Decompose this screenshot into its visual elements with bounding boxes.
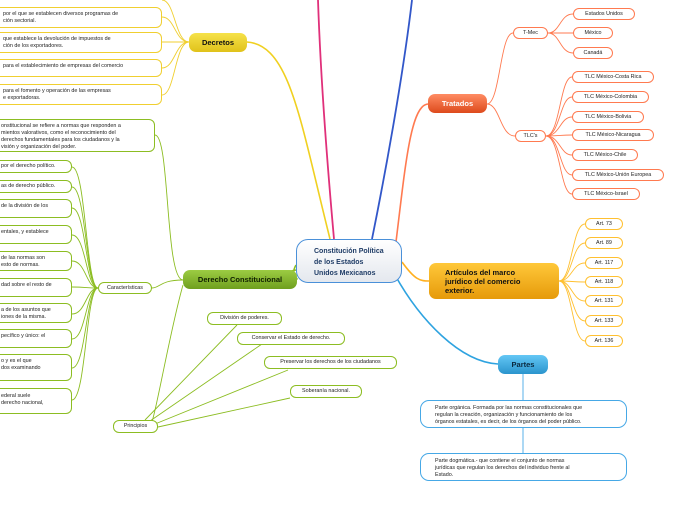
caracteristica-text: dos examinando — [1, 365, 41, 371]
parte-dogmatica-box[interactable]: Parte dogmática.- que contiene el conjun… — [420, 453, 627, 481]
tlc-item[interactable]: TLC México-Colombia — [572, 91, 649, 103]
definicion-text: onstitucional se refiere a normas que re… — [1, 123, 121, 129]
principio-item[interactable]: Soberanía nacional. — [290, 385, 362, 398]
tmec-country[interactable]: Estados Unidos — [573, 8, 635, 20]
caracteristica-text: iones de la misma. — [1, 314, 46, 320]
decreto-text: ción sectorial. — [3, 18, 36, 24]
decreto-text: para el fomento y operación de las empre… — [3, 88, 111, 94]
caracteristica-text: a de los asuntos que — [1, 307, 51, 313]
caracteristica-item[interactable]: pecífico y único: el — [0, 329, 72, 348]
articulos-node[interactable]: Artículos del marco jurídico del comerci… — [429, 263, 559, 299]
tlc-item[interactable]: TLC México-Israel — [572, 188, 640, 200]
central-topic-line3: Unidos Mexicanos — [314, 270, 376, 277]
caracteristica-item[interactable]: de las normas son esto de normas. — [0, 251, 72, 271]
articulos-label-line1: Artículos del marco — [445, 268, 516, 277]
articulo-item[interactable]: Art. 117 — [585, 257, 623, 269]
articulo-item[interactable]: Art. 133 — [585, 315, 623, 327]
central-topic-line1: Constitución Política — [314, 248, 384, 255]
parte-dogmatica-text: Parte dogmática.- que contiene el conjun… — [435, 458, 565, 464]
principio-item[interactable]: Preservar los derechos de los ciudadanos — [264, 356, 397, 369]
definicion-text: derechos fundamentales para los ciudadan… — [1, 137, 120, 143]
central-topic[interactable]: Constitución Política de los Estados Uni… — [296, 239, 402, 283]
caracteristica-item[interactable]: as de derecho público. — [0, 180, 72, 193]
decreto-text: e exportadoras. — [3, 95, 41, 101]
caracteristica-item[interactable]: ederal suele derecho nacional, — [0, 388, 72, 414]
derecho-constitucional-node[interactable]: Derecho Constitucional — [183, 270, 297, 289]
decreto-text: que establece la devolución de impuestos… — [3, 36, 111, 42]
parte-organica-text: regulan la creación, organización y func… — [435, 412, 573, 418]
tlcs-node[interactable]: TLC's — [515, 130, 546, 142]
decretos-node[interactable]: Decretos — [189, 33, 247, 52]
caracteristicas-node[interactable]: Características — [98, 282, 152, 294]
caracteristica-item[interactable]: a de los asuntos que iones de la misma. — [0, 303, 72, 323]
articulo-item[interactable]: Art. 118 — [585, 276, 623, 288]
central-topic-line2: de los Estados — [314, 259, 364, 266]
caracteristica-text: por el derecho político. — [1, 163, 56, 169]
decreto-item[interactable]: para el fomento y operación de las empre… — [0, 84, 162, 105]
tlc-item[interactable]: TLC México-Unión Europea — [572, 169, 664, 181]
decreto-text: ción de los exportadores. — [3, 43, 64, 49]
caracteristica-item[interactable]: entales, y establece — [0, 225, 72, 244]
decreto-item[interactable]: para el establecimiento de empresas del … — [0, 59, 162, 77]
articulos-label-line3: exterior. — [445, 286, 475, 295]
tlc-item[interactable]: TLC México-Chile — [572, 149, 638, 161]
decreto-text: para el establecimiento de empresas del … — [3, 63, 124, 69]
caracteristica-item[interactable]: por el derecho político. — [0, 160, 72, 173]
tmec-country[interactable]: México — [573, 27, 613, 39]
decreto-text: por el que se establecen diversos progra… — [3, 11, 119, 17]
caracteristica-text: ederal suele — [1, 393, 31, 399]
caracteristica-item[interactable]: o y es el que dos examinando — [0, 354, 72, 381]
parte-organica-box[interactable]: Parte orgánica. Formada por las normas c… — [420, 400, 627, 428]
parte-dogmatica-text: Estado. — [435, 472, 454, 478]
caracteristica-item[interactable]: dad sobre el resto de — [0, 278, 72, 297]
parte-organica-text: Parte orgánica. Formada por las normas c… — [435, 405, 583, 411]
caracteristica-text: de la división de los — [1, 203, 49, 209]
definicion-box[interactable]: onstitucional se refiere a normas que re… — [0, 119, 155, 152]
principios-node[interactable]: Principios — [113, 420, 158, 433]
caracteristica-text: o y es el que — [1, 358, 32, 364]
parte-dogmatica-text: jurídicas que regulan los derechos del i… — [435, 465, 570, 471]
parte-organica-text: órganos estatales, es decir, de los órga… — [435, 419, 582, 425]
articulos-label-line2: jurídico del comercio — [445, 277, 521, 286]
articulo-item[interactable]: Art. 131 — [585, 295, 623, 307]
articulo-item[interactable]: Art. 89 — [585, 237, 623, 249]
tmec-node[interactable]: T-Mec — [513, 27, 548, 39]
decreto-item[interactable]: por el que se establecen diversos progra… — [0, 7, 162, 28]
partes-node[interactable]: Partes — [498, 355, 548, 374]
caracteristica-text: de las normas son — [1, 255, 46, 261]
decreto-item[interactable]: que establece la devolución de impuestos… — [0, 32, 162, 53]
caracteristica-text: dad sobre el resto de — [1, 282, 52, 288]
principio-item[interactable]: Conservar el Estado de derecho. — [237, 332, 345, 345]
caracteristica-text: esto de normas. — [1, 262, 40, 268]
tlc-item[interactable]: TLC México-Costa Rica — [572, 71, 654, 83]
caracteristica-text: as de derecho público. — [1, 183, 56, 189]
tlc-item[interactable]: TLC México-Bolivia — [572, 111, 644, 123]
caracteristica-item[interactable]: de la división de los — [0, 199, 72, 218]
caracteristica-text: pecífico y único: el — [1, 333, 46, 339]
tmec-country[interactable]: Canadá — [573, 47, 613, 59]
articulo-item[interactable]: Art. 136 — [585, 335, 623, 347]
principio-item[interactable]: División de poderes. — [207, 312, 282, 325]
definicion-text: visión y organización del poder. — [1, 144, 77, 150]
articulo-item[interactable]: Art. 73 — [585, 218, 623, 230]
caracteristica-text: entales, y establece — [1, 229, 49, 235]
tratados-node[interactable]: Tratados — [428, 94, 487, 113]
definicion-text: mientos valorativos, como el reconocimie… — [1, 130, 116, 136]
caracteristica-text: derecho nacional, — [1, 400, 44, 406]
tlc-item[interactable]: TLC México-Nicaragua — [572, 129, 654, 141]
